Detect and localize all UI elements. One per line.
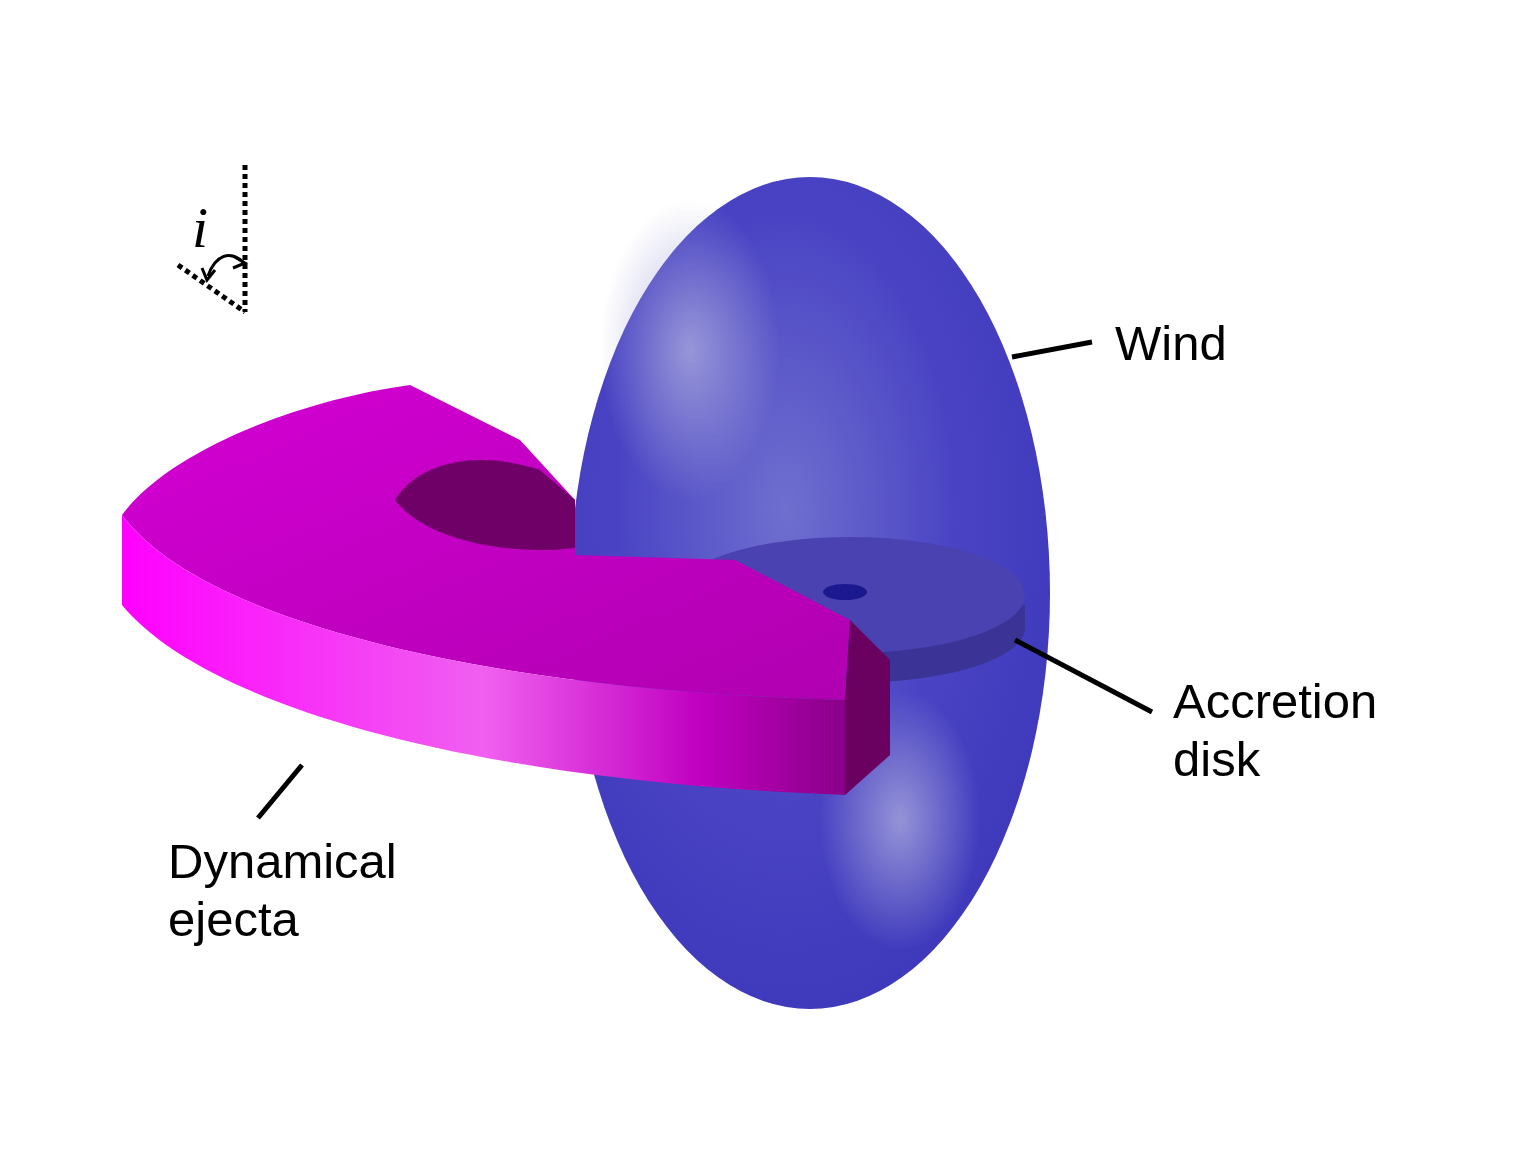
part-label: Accretion disk [1173, 672, 1413, 788]
part-label: Wind [1115, 314, 1315, 372]
part-label: Dynamical ejecta [168, 832, 438, 948]
inclination-symbol [178, 165, 245, 312]
dynamical-ejecta-torus [122, 385, 890, 795]
leader-lines [258, 342, 1152, 818]
angle-symbol: i [192, 198, 252, 258]
